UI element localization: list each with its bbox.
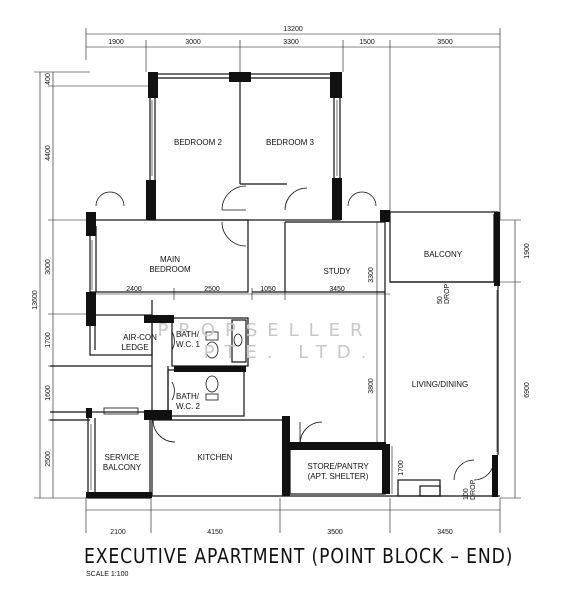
dim-left-1: 400 [45,73,52,85]
dim-left-5: 1600 [45,385,52,401]
drop-50-label: DROP [444,283,451,304]
drop-100-value: 100 [463,488,470,500]
room-main-bedroom-line-1: MAIN [160,255,180,264]
room-main-bedroom-line-2: BEDROOM [149,265,191,274]
room-aircon-ledge-line-2: LEDGE [121,343,148,352]
room-bedroom-3: BEDROOM 3 [266,138,315,147]
room-study: STUDY [323,267,351,276]
doors [95,185,495,481]
dim-bottom-1: 2100 [110,529,126,536]
drop-100-label: DROP [470,479,477,500]
plan-scale: SCALE 1:100 [86,571,129,578]
watermark-line-2: PTE. LTD. [204,342,377,363]
dimension-lines [34,28,521,533]
dim-inner-4: 3450 [329,286,345,293]
windows [90,100,498,490]
dim-top-1: 1900 [108,39,124,46]
dim-left-2: 4400 [45,145,52,161]
dim-bottom-3: 3500 [327,529,343,536]
dim-left-4: 1700 [45,332,52,348]
dim-inner-v-2: 3800 [368,378,375,394]
dim-top-3: 3300 [283,39,299,46]
dim-top-2: 3000 [185,39,201,46]
dim-left-6: 2500 [45,451,52,467]
dim-right-1: 1900 [524,243,531,259]
dim-inner-v-1: 3300 [368,267,375,283]
room-bedroom-2: BEDROOM 2 [174,138,223,147]
room-balcony: BALCONY [424,250,463,259]
sanitary-fixtures [103,331,243,415]
room-bath-2-line-1: BATH/ [176,392,200,401]
dim-inner-3: 1050 [260,286,276,293]
dim-top-4: 1500 [359,39,375,46]
room-bath-1-line-2: W.C. 1 [176,340,201,349]
room-service-balcony-line-2: BALCONY [103,463,142,472]
dim-right-2: 6900 [524,382,531,398]
dim-top-total: 13200 [283,26,303,33]
dim-inner-v-3: 1700 [398,460,405,476]
plan-title: EXECUTIVE APARTMENT (POINT BLOCK – END) [84,544,514,568]
room-service-balcony-line-1: SERVICE [105,453,140,462]
structural-columns [86,72,500,498]
dim-inner-2: 2500 [204,286,220,293]
watermark-line-1: PROPSELLER [157,320,372,341]
room-bath-1-line-1: BATH/ [176,330,200,339]
dim-left-3: 3000 [45,259,52,275]
dim-bottom-4: 3450 [437,529,453,536]
dim-bottom-2: 4150 [207,529,223,536]
room-kitchen: KITCHEN [197,453,232,462]
room-aircon-ledge-line-1: AIR-CON [123,333,157,342]
drop-50-value: 50 [437,296,444,304]
dim-top-5: 3500 [437,39,453,46]
room-bath-2-line-2: W.C. 2 [176,402,201,411]
room-store-pantry-line-1: STORE/PANTRY [307,462,369,471]
room-store-pantry-line-2: (APT. SHELTER) [308,472,369,481]
dim-inner-1: 2400 [126,286,142,293]
dim-left-total: 13600 [32,290,39,310]
room-living-dining: LIVING/DINING [412,380,468,389]
